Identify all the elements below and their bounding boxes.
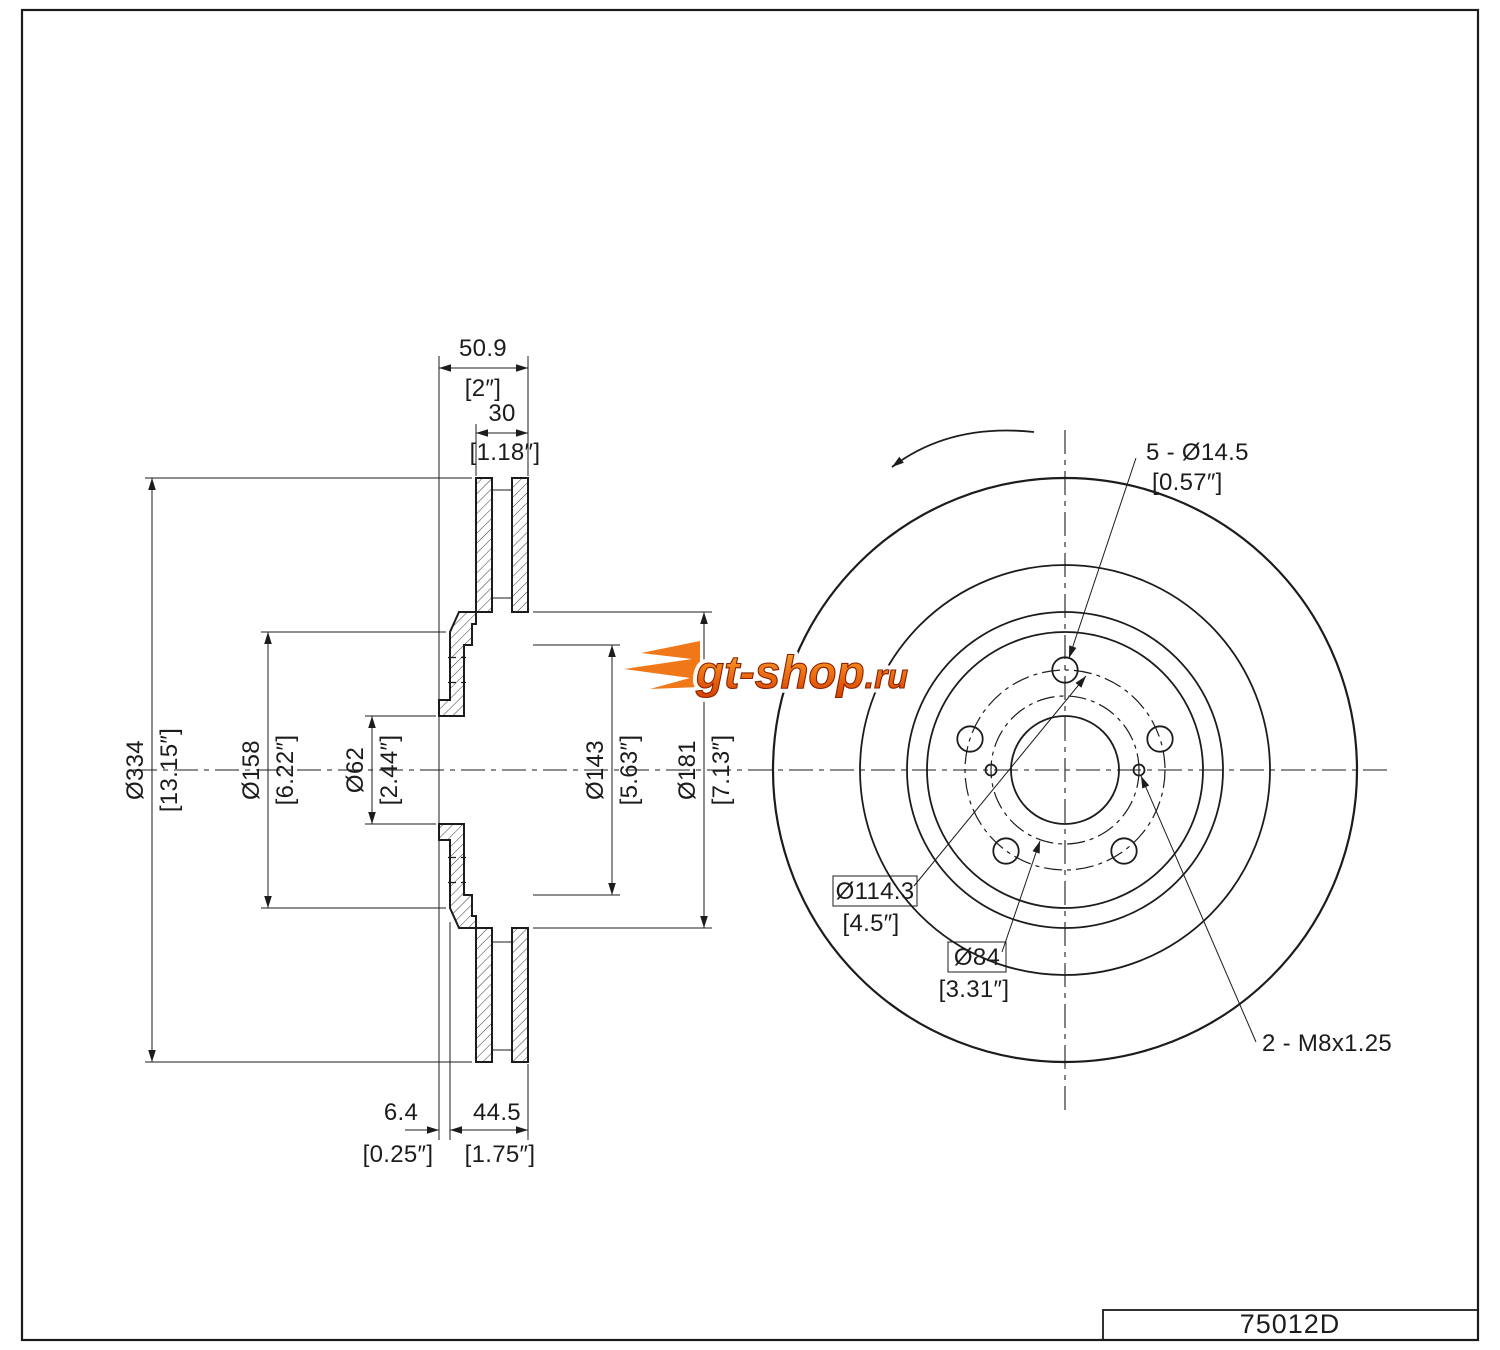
watermark-flame-icon [623, 639, 701, 691]
bolt-hole [992, 837, 1020, 865]
hat-section-lower [438, 823, 477, 929]
dim-disc-thickness-inch: [1.18″] [470, 439, 541, 466]
dim-outer-diameter-inch: [13.15″] [156, 728, 183, 812]
label-bolt-holes: 5 - Ø14.5 [1146, 439, 1249, 466]
friction-band-inner-circle [859, 564, 1271, 976]
label-box-bolt-circle [832, 875, 918, 907]
dim-hat-inner-diameter: Ø143 [5.63″] [582, 645, 643, 895]
label-bolt-circle: Ø114.3 [836, 878, 915, 905]
dim-disc-thickness-mm: 30 [488, 400, 515, 427]
dim-disc-thickness: 30 [1.18″] [470, 400, 541, 466]
dim-mount-face-offset-mm: 44.5 [473, 1099, 521, 1126]
dim-pilot-protrusion: 6.4 [0.25″] [363, 1099, 439, 1168]
dim-outer-diameter: Ø334 [13.15″] [122, 478, 183, 1062]
front-view: 5 - Ø14.5 [0.57″] Ø114.3 [4.5″] Ø84 [3.3… [771, 429, 1392, 1110]
dim-hub-face-diameter-inch: [6.22″] [272, 735, 299, 806]
bolt-hole [1146, 725, 1174, 753]
dim-hub-face-diameter: Ø158 [6.22″] [238, 632, 299, 908]
dim-overall-width-mm: 50.9 [459, 335, 507, 362]
dim-hat-outer-diameter-mm: Ø181 [674, 740, 701, 800]
label-service-circle-inch: [3.31″] [939, 976, 1010, 1003]
service-thread-hole [984, 763, 998, 777]
dim-hat-outer-diameter: Ø181 [7.13″] [674, 612, 735, 928]
label-bolt-holes-inch: [0.57″] [1152, 469, 1223, 496]
leader-bolt-holes [1068, 457, 1137, 659]
disc-plate-outboard-upper [475, 477, 493, 613]
bolt-hole [1051, 656, 1079, 684]
label-box-service-circle [947, 941, 1007, 973]
dim-overall-width: 50.9 [2″] [439, 335, 528, 402]
rotation-arrow [891, 429, 1035, 468]
label-bolt-circle-inch: [4.5″] [843, 910, 900, 937]
part-number: 75012D [1240, 1309, 1341, 1339]
dim-overall-width-inch: [2″] [465, 375, 501, 402]
bolt-circle [964, 669, 1166, 871]
page-border [20, 8, 1480, 1342]
disc-outer-circle [771, 476, 1359, 1064]
bolt-hole [1110, 837, 1138, 865]
disc-plate-inboard-lower [511, 927, 529, 1063]
disc-plate-outboard-lower [475, 927, 493, 1063]
bolt-hole [956, 725, 984, 753]
title-block-cell [1102, 1309, 1479, 1341]
dim-mount-face-offset: 44.5 [1.75″] [450, 1099, 535, 1168]
hat-outer-circle [906, 611, 1224, 929]
disc-plate-inboard-upper [511, 477, 529, 613]
hub-face-circle [926, 631, 1204, 909]
dim-center-bore-mm: Ø62 [342, 747, 369, 793]
dim-center-bore-inch: [2.44″] [376, 735, 403, 806]
leader-thread-holes [1140, 775, 1257, 1043]
service-hole-circle [990, 695, 1140, 845]
section-view: 50.9 [2″] 30 [1.18″] Ø334 [13.15″] Ø158 … [122, 335, 735, 1168]
leader-service-circle [1001, 840, 1041, 953]
label-thread-holes: 2 - M8x1.25 [1262, 1030, 1392, 1057]
dim-hat-outer-diameter-inch: [7.13″] [708, 735, 735, 806]
dim-hat-inner-diameter-inch: [5.63″] [616, 735, 643, 806]
dim-outer-diameter-mm: Ø334 [122, 740, 149, 800]
extension-lines [145, 356, 712, 1140]
hat-section-upper [438, 611, 477, 717]
dim-pilot-protrusion-inch: [0.25″] [363, 1141, 434, 1168]
watermark-text: gt-shop.ru [695, 646, 908, 698]
leader-bolt-circle [913, 675, 1087, 887]
dim-center-bore: Ø62 [2.44″] [342, 716, 403, 824]
dim-hat-inner-diameter-mm: Ø143 [582, 740, 609, 800]
watermark: gt-shop.ru gt-shop.ru [623, 639, 913, 703]
service-thread-hole [1132, 763, 1146, 777]
label-service-circle: Ø84 [954, 944, 1000, 971]
dim-pilot-protrusion-mm: 6.4 [384, 1099, 418, 1126]
center-bore-circle [1010, 715, 1120, 825]
watermark-text-halo: gt-shop.ru [695, 646, 908, 698]
dim-mount-face-offset-inch: [1.75″] [465, 1141, 536, 1168]
title-block: 75012D [1102, 1309, 1479, 1341]
dim-hub-face-diameter-mm: Ø158 [238, 740, 265, 800]
